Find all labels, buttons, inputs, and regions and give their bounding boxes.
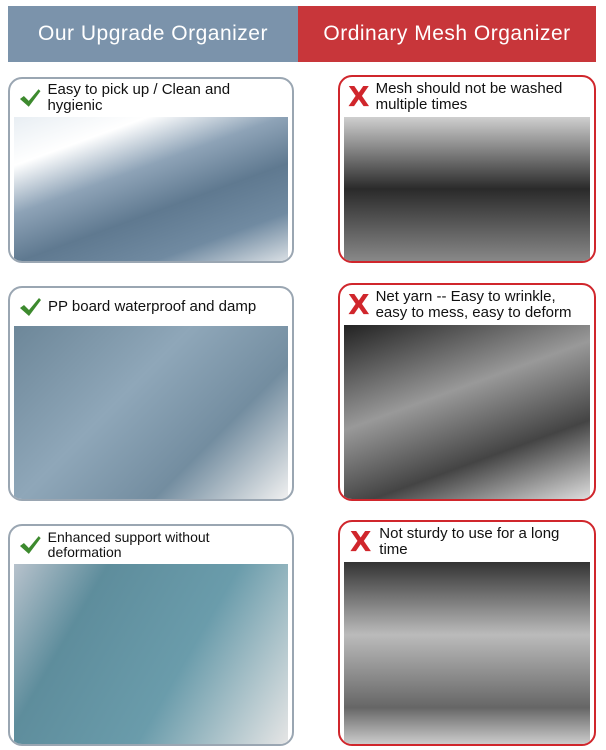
- check-icon: [20, 298, 41, 316]
- flimsy-organizer-image: [344, 562, 590, 744]
- good-caption: PP board waterproof and damp: [48, 298, 257, 316]
- good-card-1: Easy to pick up / Clean and hygienic: [8, 77, 294, 263]
- check-icon: [19, 536, 41, 554]
- x-icon: X: [349, 525, 372, 559]
- drawer-organizer-image: [14, 117, 288, 261]
- good-card-3: Enhanced support without deformation: [8, 524, 294, 746]
- net-yarn-image: [344, 325, 590, 499]
- x-icon: X: [348, 288, 370, 322]
- good-caption: Easy to pick up / Clean and hygienic: [47, 81, 231, 114]
- bad-caption: Not sturdy to use for a long time: [379, 525, 560, 558]
- bad-caption: Mesh should not be washed multiple times: [375, 80, 563, 113]
- header-our-organizer: Our Upgrade Organizer: [8, 6, 298, 62]
- bad-caption: Net yarn -- Easy to wrinkle, easy to mes…: [375, 288, 572, 321]
- good-caption: Enhanced support without deformation: [47, 529, 210, 560]
- header-mesh-organizer: Ordinary Mesh Organizer: [298, 6, 596, 62]
- good-card-2: PP board waterproof and damp: [8, 286, 294, 501]
- mesh-organizer-image: [344, 117, 590, 261]
- sturdy-box-image: [14, 564, 288, 744]
- x-icon: X: [348, 80, 370, 114]
- check-icon: [19, 89, 41, 107]
- fabric-box-image: [14, 326, 288, 499]
